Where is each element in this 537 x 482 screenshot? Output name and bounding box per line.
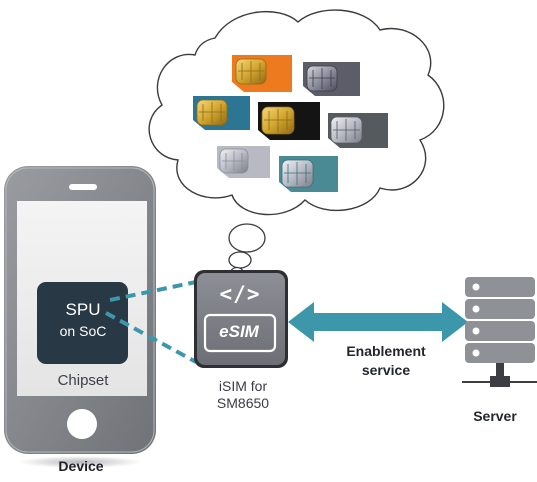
code-icon: </> (219, 282, 261, 306)
enablement-arrow (288, 302, 468, 342)
server-label: Server (473, 408, 517, 424)
enablement-label-line1: Enablement (346, 343, 426, 359)
sim-card-light (217, 146, 270, 178)
esim-label: eSIM (219, 322, 259, 341)
enablement-label-line2: service (361, 362, 411, 378)
spu-title: SPU (65, 300, 101, 319)
sim-card-black (258, 102, 320, 140)
sim-card-blue (193, 96, 250, 130)
isim-label-line2: SM8650 (216, 395, 270, 411)
device-label: Device (58, 458, 104, 474)
sim-card-teal (279, 156, 338, 192)
chipset-label: Chipset (57, 372, 109, 389)
spu-esim-connectors (105, 280, 197, 364)
esim-chip (194, 270, 288, 368)
sim-card-dark-purple (303, 62, 360, 96)
thought-cloud (148, 9, 445, 278)
spu-chip (37, 282, 128, 364)
sim-card-orange (232, 55, 292, 92)
isim-label-line1: iSIM for (218, 378, 268, 394)
spu-subtitle: on SoC (59, 323, 107, 339)
sim-card-grey (328, 113, 388, 148)
server-rack (462, 277, 537, 387)
